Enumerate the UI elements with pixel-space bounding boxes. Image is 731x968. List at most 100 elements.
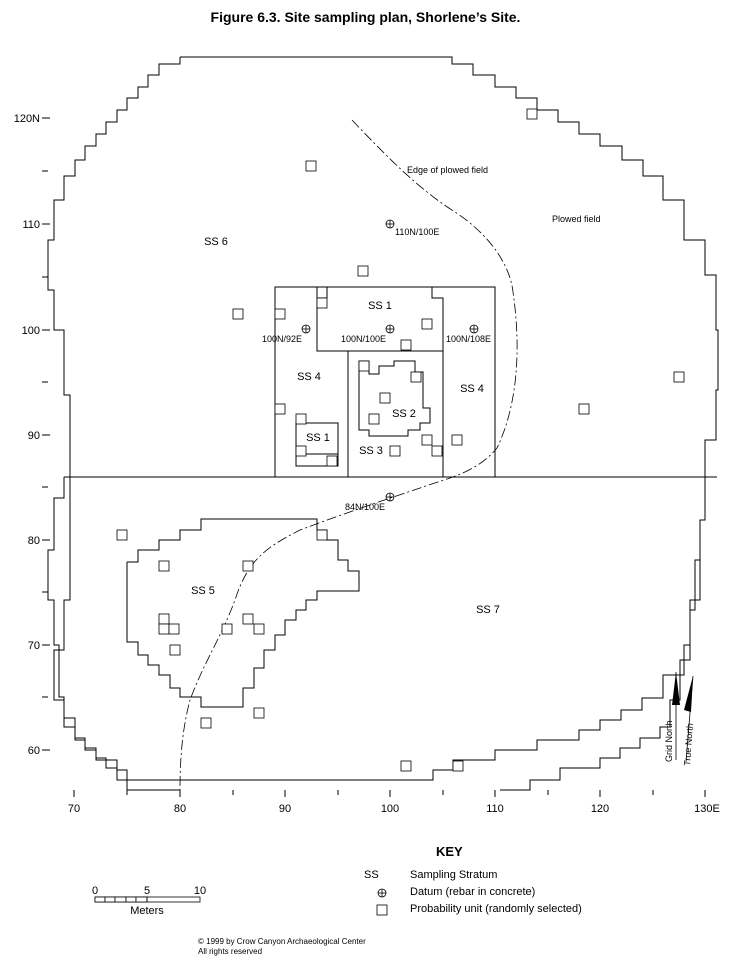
probability-unit-icon bbox=[431, 445, 443, 457]
figure-title: Figure 6.3. Site sampling plan, Shorlene… bbox=[210, 9, 521, 25]
datum-markers bbox=[301, 219, 479, 502]
scale-tick: 5 bbox=[144, 885, 150, 897]
probability-unit-icon bbox=[526, 108, 538, 120]
probability-unit-icon bbox=[326, 455, 338, 467]
stratum-label: SS 1 bbox=[306, 432, 330, 444]
stratum-label: SS 2 bbox=[392, 408, 416, 420]
datum-icon bbox=[385, 492, 395, 502]
copyright-notice: © 1999 by Crow Canyon Archaeological Cen… bbox=[198, 937, 366, 957]
key-title: KEY bbox=[436, 844, 463, 859]
probability-unit-icon bbox=[451, 434, 463, 446]
site-boundary bbox=[47, 477, 706, 781]
probability-unit-icon bbox=[316, 529, 328, 541]
probability-unit-icon bbox=[389, 445, 401, 457]
x-tick-label: 80 bbox=[174, 803, 186, 815]
key-row-probability-unit: Probability unit (randomly selected) bbox=[360, 903, 640, 917]
inner-strata bbox=[274, 286, 496, 478]
datum-icon bbox=[385, 324, 395, 334]
y-tick-label: 60 bbox=[28, 745, 40, 757]
probability-unit-icon bbox=[200, 717, 212, 729]
probability-unit-icon bbox=[357, 265, 369, 277]
stratum-label: SS 5 bbox=[191, 585, 215, 597]
key-symbol: SS bbox=[364, 869, 379, 881]
y-tick-label: 120N bbox=[14, 113, 40, 125]
probability-unit-icon bbox=[410, 371, 422, 383]
plowed-field-label: Plowed field bbox=[552, 214, 601, 224]
datum-icon bbox=[377, 888, 387, 898]
probability-unit-icon bbox=[358, 360, 370, 372]
x-tick-label: 110 bbox=[486, 803, 504, 815]
site-boundary bbox=[180, 56, 719, 791]
stratum-label: SS 3 bbox=[359, 445, 383, 457]
stratum-labels: SS 1 SS 1 SS 2 SS 3 SS 4 SS 4 SS 5 SS 6 … bbox=[191, 236, 500, 616]
probability-unit-icon bbox=[242, 613, 254, 625]
probability-unit-icon bbox=[376, 904, 388, 916]
x-axis-labels: 70 80 90 100 110 120 130E bbox=[68, 803, 720, 815]
probability-unit-icon bbox=[274, 308, 286, 320]
stratum-label: SS 7 bbox=[476, 604, 500, 616]
key-description: Probability unit (randomly selected) bbox=[410, 903, 582, 915]
probability-unit-icon bbox=[253, 707, 265, 719]
probability-unit-icon bbox=[379, 392, 391, 404]
datum-icon bbox=[469, 324, 479, 334]
y-tick-label: 90 bbox=[28, 430, 40, 442]
y-tick-label: 100 bbox=[22, 325, 40, 337]
probability-unit-icon bbox=[232, 308, 244, 320]
probability-unit-icon bbox=[305, 160, 317, 172]
probability-unit-icon bbox=[421, 318, 433, 330]
probability-unit-icon bbox=[316, 297, 328, 309]
stratum-label: SS 1 bbox=[368, 300, 392, 312]
map-frame bbox=[42, 117, 706, 797]
x-tick-label: 130E bbox=[694, 803, 720, 815]
probability-unit-icon bbox=[452, 760, 464, 772]
copyright-line: All rights reserved bbox=[198, 947, 263, 956]
stratum-label: SS 4 bbox=[460, 383, 484, 395]
probability-unit-icon bbox=[400, 760, 412, 772]
plowed-field-edge bbox=[179, 119, 518, 791]
stratum-label: SS 6 bbox=[204, 236, 228, 248]
true-north-label: True North bbox=[682, 723, 695, 766]
datum-label: 100N/108E bbox=[446, 334, 491, 344]
datum-icon bbox=[301, 324, 311, 334]
datum-label: 100N/100E bbox=[341, 334, 386, 344]
scale-unit: Meters bbox=[130, 905, 164, 917]
probability-unit-icon bbox=[168, 623, 180, 635]
probability-unit-icon bbox=[169, 644, 181, 656]
y-axis-labels: 120N 110 100 90 80 70 60 bbox=[14, 113, 40, 757]
key-row-stratum: SS Sampling Stratum bbox=[360, 869, 640, 883]
key-row-datum: Datum (rebar in concrete) bbox=[360, 886, 640, 900]
probability-unit-icon bbox=[274, 403, 286, 415]
y-tick-label: 110 bbox=[22, 219, 40, 231]
x-tick-label: 70 bbox=[68, 803, 80, 815]
probability-unit-icon bbox=[158, 613, 170, 625]
scale-tick: 0 bbox=[92, 885, 98, 897]
probability-units bbox=[116, 108, 685, 772]
x-tick-label: 90 bbox=[279, 803, 291, 815]
probability-unit-icon bbox=[421, 434, 433, 446]
probability-unit-icon bbox=[158, 623, 170, 635]
probability-unit-icon bbox=[116, 529, 128, 541]
key-description: Datum (rebar in concrete) bbox=[410, 886, 536, 898]
grid-north-label: Grid North bbox=[664, 720, 674, 762]
north-arrows: Grid North True North bbox=[664, 672, 695, 766]
scale-bar: 0 5 10 Meters bbox=[92, 885, 206, 917]
probability-unit-icon bbox=[242, 560, 254, 572]
datum-label: 100N/92E bbox=[262, 334, 302, 344]
x-tick-label: 100 bbox=[381, 803, 399, 815]
probability-unit-icon bbox=[158, 560, 170, 572]
probability-unit-icon bbox=[673, 371, 685, 383]
probability-unit-icon bbox=[253, 623, 265, 635]
field-annotations: Edge of plowed field Plowed field bbox=[407, 165, 601, 224]
datum-label: 84N/100E bbox=[345, 502, 385, 512]
ss5-boundary bbox=[126, 518, 360, 708]
datum-label: 110N/100E bbox=[395, 227, 439, 237]
probability-unit-icon bbox=[221, 623, 233, 635]
probability-unit-icon bbox=[368, 413, 380, 425]
site-boundary bbox=[47, 57, 181, 791]
copyright-line: © 1999 by Crow Canyon Archaeological Cen… bbox=[198, 937, 366, 946]
stratum-label: SS 4 bbox=[297, 371, 321, 383]
probability-unit-icon bbox=[400, 339, 412, 351]
y-tick-label: 70 bbox=[28, 640, 40, 652]
datum-labels: 110N/100E 100N/92E 100N/100E 100N/108E 8… bbox=[262, 227, 491, 512]
